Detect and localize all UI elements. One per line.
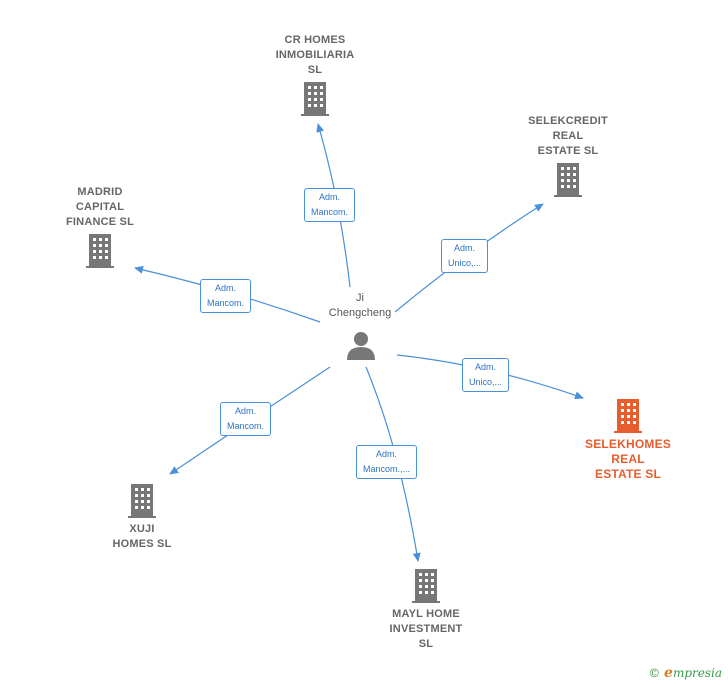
edge-label-xuji[interactable]: Adm. Mancom. [220,402,272,436]
edge-label-selekcredit[interactable]: Adm. Unico,... [441,239,489,273]
empresia-logo[interactable]: © empresia [648,665,722,681]
copyright-symbol: © [648,666,661,680]
edge-label-selekhomes[interactable]: Adm. Unico,... [462,358,510,392]
edge-label-mayl[interactable]: Adm. Mancom.,... [356,445,418,479]
company-name: MAYL HOME INVESTMENT SL [389,608,463,650]
company-name: XUJI HOMES SL [112,523,172,550]
brand-initial: e [664,665,673,681]
building-icon [554,163,582,197]
person-name[interactable]: Ji Chengcheng [328,292,392,319]
company-name: SELEKCREDIT REAL ESTATE SL [528,115,608,157]
building-icon [128,484,156,518]
company-xuji[interactable]: XUJI HOMES SL [82,483,202,552]
edge-label-cr[interactable]: Adm. Mancom. [304,188,356,222]
building-icon [86,234,114,268]
edge-label-madrid[interactable]: Adm. Mancom. [200,279,252,313]
company-cr[interactable]: CR HOMES INMOBILIARIA SL [255,33,375,117]
building-icon [614,399,642,433]
person-icon[interactable] [346,330,376,365]
company-mayl[interactable]: MAYL HOME INVESTMENT SL [366,568,486,652]
company-name: MADRID CAPITAL FINANCE SL [66,186,134,228]
brand-name: mpresia [672,666,722,680]
company-selekhomes[interactable]: SELEKHOMES REAL ESTATE SL [568,398,688,482]
company-name: SELEKHOMES REAL ESTATE SL [584,437,671,481]
company-selekcredit[interactable]: SELEKCREDIT REAL ESTATE SL [508,114,628,198]
company-name: CR HOMES INMOBILIARIA SL [275,34,355,76]
building-icon [301,82,329,116]
company-madrid[interactable]: MADRID CAPITAL FINANCE SL [40,185,160,269]
building-icon [412,569,440,603]
